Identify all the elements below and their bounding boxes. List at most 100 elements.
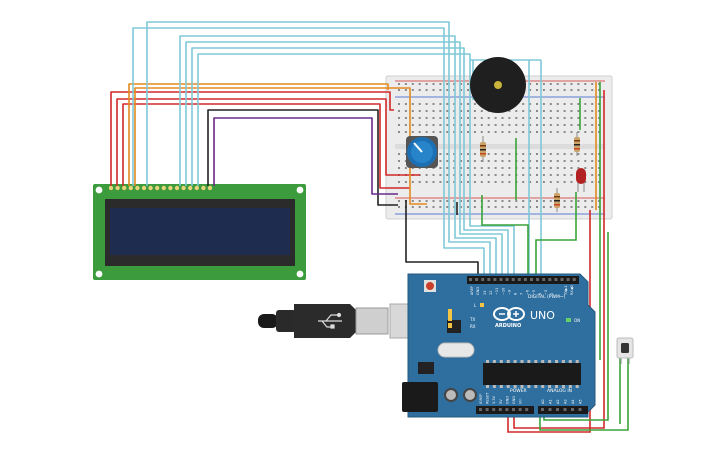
digital-header xyxy=(467,276,579,284)
power-pin[interactable] xyxy=(485,408,489,411)
lcd-pin[interactable] xyxy=(155,185,160,191)
lcd-pin[interactable] xyxy=(148,185,153,191)
pin-label: 5V xyxy=(499,399,503,404)
digital-pin[interactable] xyxy=(475,278,479,281)
lcd-pin[interactable] xyxy=(181,185,186,191)
pin-label: ~6 xyxy=(526,290,530,295)
pin-label: ~3 xyxy=(544,290,548,295)
power-jack xyxy=(402,382,438,412)
power-pin[interactable] xyxy=(498,408,502,411)
power-pin[interactable] xyxy=(525,408,529,411)
analog-pin[interactable] xyxy=(578,408,582,411)
crystal xyxy=(437,342,475,358)
pin-label: AREF xyxy=(470,286,474,295)
breadboard[interactable] xyxy=(385,75,613,220)
digital-pin[interactable] xyxy=(493,278,497,281)
pin-label: A3 xyxy=(564,399,568,404)
digital-pin[interactable] xyxy=(560,278,564,281)
pin-label: ~5 xyxy=(532,290,536,295)
digital-pin[interactable] xyxy=(566,278,570,281)
lcd-pin[interactable] xyxy=(128,185,133,191)
power-pin[interactable] xyxy=(512,408,515,411)
resistor-1[interactable] xyxy=(480,136,486,162)
analog-header xyxy=(538,406,588,414)
pin-label: 2 xyxy=(550,293,554,295)
pin-label: TX▶1 xyxy=(564,286,568,296)
digital-pin[interactable] xyxy=(487,278,491,281)
lcd-pin[interactable] xyxy=(161,185,166,191)
lcd-pin-header xyxy=(108,185,213,191)
reset-button[interactable] xyxy=(426,282,434,290)
lcd-pin[interactable] xyxy=(115,185,120,191)
lcd-pin[interactable] xyxy=(174,185,180,191)
digital-pin[interactable] xyxy=(542,278,546,281)
pin-label: ~11 xyxy=(495,288,499,295)
lcd-pin[interactable] xyxy=(168,185,173,191)
led-on-label: ON xyxy=(574,318,580,323)
lcd-pin[interactable] xyxy=(122,185,127,191)
pin-label: 13 xyxy=(483,291,487,295)
analog-pin[interactable] xyxy=(563,408,567,411)
digital-pin[interactable] xyxy=(554,278,558,281)
digital-pin[interactable] xyxy=(530,278,533,281)
analog-pin[interactable] xyxy=(556,408,559,411)
led-tx-label: TX xyxy=(469,317,475,322)
pin-label: 12 xyxy=(489,291,493,295)
power-pin[interactable] xyxy=(479,408,482,411)
digital-pin[interactable] xyxy=(505,278,509,281)
pin-label: A5 xyxy=(579,399,583,404)
piezo-buzzer[interactable] xyxy=(470,57,526,113)
analog-header-label: ANALOG IN xyxy=(547,388,572,394)
model-label: UNO xyxy=(530,309,555,322)
resistor-2[interactable] xyxy=(574,132,580,156)
power-header-label: POWER xyxy=(510,388,527,394)
lcd-16x2[interactable] xyxy=(93,184,306,280)
lcd-pin[interactable] xyxy=(108,185,114,191)
digital-pin[interactable] xyxy=(536,278,540,281)
power-pin[interactable] xyxy=(518,408,522,411)
arduino-uno[interactable]: UNO ARDUINO DIGITAL (PWM~) POWER ANALOG … xyxy=(402,273,596,418)
pin-label: GND xyxy=(505,396,509,404)
pin-label: 7 xyxy=(520,293,524,295)
pin-label: IOREF xyxy=(479,394,483,404)
digital-pin[interactable] xyxy=(523,278,527,281)
digital-pin[interactable] xyxy=(517,278,521,281)
digital-pin[interactable] xyxy=(469,278,472,281)
lcd-pin[interactable] xyxy=(141,185,147,191)
analog-pin[interactable] xyxy=(571,408,574,411)
pin-label: A0 xyxy=(541,399,545,404)
potentiometer[interactable] xyxy=(406,136,438,168)
pin-label: A2 xyxy=(556,399,560,404)
pin-label: 8 xyxy=(514,293,518,295)
pin-label: A1 xyxy=(549,399,553,404)
lcd-pin[interactable] xyxy=(188,185,193,191)
pushbutton[interactable] xyxy=(616,337,634,364)
header-holes xyxy=(469,278,582,411)
digital-pin[interactable] xyxy=(548,278,552,281)
pin-label: Vin xyxy=(519,398,523,404)
lcd-pin[interactable] xyxy=(207,185,213,191)
digital-pin[interactable] xyxy=(481,278,485,281)
lcd-wires xyxy=(110,21,515,278)
analog-pin[interactable] xyxy=(548,408,552,411)
power-pin[interactable] xyxy=(492,408,496,411)
led-rx-label: RX xyxy=(470,324,476,329)
digital-pin[interactable] xyxy=(499,278,503,281)
pin-label: ~10 xyxy=(501,288,505,295)
power-pin[interactable] xyxy=(505,408,509,411)
red-led[interactable] xyxy=(576,168,586,192)
digital-header-label: DIGITAL (PWM~) xyxy=(528,294,566,300)
pin-label: GND xyxy=(512,396,516,404)
digital-pin[interactable] xyxy=(511,278,515,281)
digital-pin[interactable] xyxy=(572,278,576,281)
resistor-3[interactable] xyxy=(554,188,560,212)
lcd-pin[interactable] xyxy=(201,185,206,191)
lcd-pin[interactable] xyxy=(135,185,140,191)
arduino-logo-icon xyxy=(493,307,525,321)
pin-label: ~9 xyxy=(507,290,511,295)
pin-label: 3.3V xyxy=(492,395,496,404)
lcd-pin[interactable] xyxy=(194,185,199,191)
pin-label: GND xyxy=(476,287,480,295)
analog-pin[interactable] xyxy=(541,408,544,411)
